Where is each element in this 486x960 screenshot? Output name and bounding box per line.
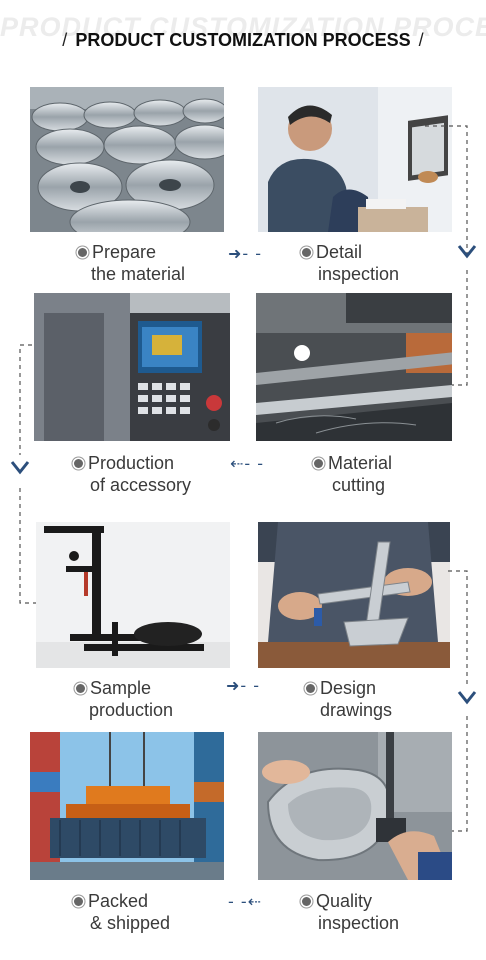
caption-line: production [89, 700, 174, 720]
bullet-icon [76, 683, 85, 693]
photo-engineer-at-computer [258, 87, 452, 232]
step-caption-4: Material cutting [312, 452, 392, 496]
caption-line: Quality [316, 891, 373, 911]
caption-line: of accessory [90, 475, 192, 495]
step-caption-8: Quality inspection [300, 890, 399, 934]
caption-line: Production [88, 453, 175, 473]
connector-right-2 [420, 566, 480, 836]
watermark-title: PRODUCT CUSTOMIZATION PROCESS [0, 12, 486, 42]
caption-line: Detail [316, 242, 363, 262]
step-caption-7: Packed & shipped [72, 890, 170, 934]
caption-line: drawings [320, 700, 393, 720]
caption-line: Prepare [92, 242, 157, 262]
connector-right-1 [420, 120, 480, 390]
connector-left-1 [6, 340, 66, 610]
caption-line: Design [320, 678, 377, 698]
caption-line: Sample [90, 678, 152, 698]
bullet-icon [314, 458, 323, 468]
caption-line: Packed [88, 891, 149, 911]
title-text: PRODUCT CUSTOMIZATION PROCESS [75, 30, 411, 50]
bullet-icon [78, 247, 87, 257]
caption-line: Material [328, 453, 393, 473]
bullet-icon [74, 458, 83, 468]
step-caption-2: Detail inspection [300, 241, 399, 285]
caption-line: inspection [318, 264, 400, 284]
step-caption-1: Prepare the material [76, 241, 185, 285]
caption-line: inspection [318, 913, 400, 933]
bullet-icon [302, 247, 311, 257]
photo-hands-holding-bracket [258, 522, 450, 668]
step-caption-3: Production of accessory [72, 452, 191, 496]
title-slash-right: / [418, 30, 424, 50]
arrow-left-icon: ⇠- - [230, 454, 265, 473]
caption-line: cutting [332, 475, 386, 495]
bullet-icon [302, 896, 311, 906]
photo-metal-bracket-stand [36, 522, 230, 668]
caption-line: the material [91, 264, 186, 284]
bullet-icon [306, 683, 315, 693]
page-title: / PRODUCT CUSTOMIZATION PROCESS / [0, 30, 486, 51]
photo-shipping-container-crane [30, 732, 224, 880]
arrow-right-icon: ➜- - [228, 244, 263, 263]
photo-steel-coils [30, 87, 224, 232]
arrow-right-icon: ➜- - [226, 676, 261, 695]
step-caption-5: Sample production [74, 677, 173, 721]
photo-cnc-control-panel [34, 293, 230, 441]
photo-laser-cutting-machine [256, 293, 452, 441]
title-slash-left: / [62, 30, 68, 50]
arrow-left-icon: - -⇠ [228, 892, 263, 911]
step-caption-6: Design drawings [304, 677, 392, 721]
photo-measuring-caliper [258, 732, 452, 880]
caption-line: & shipped [90, 913, 171, 933]
bullet-icon [74, 896, 83, 906]
